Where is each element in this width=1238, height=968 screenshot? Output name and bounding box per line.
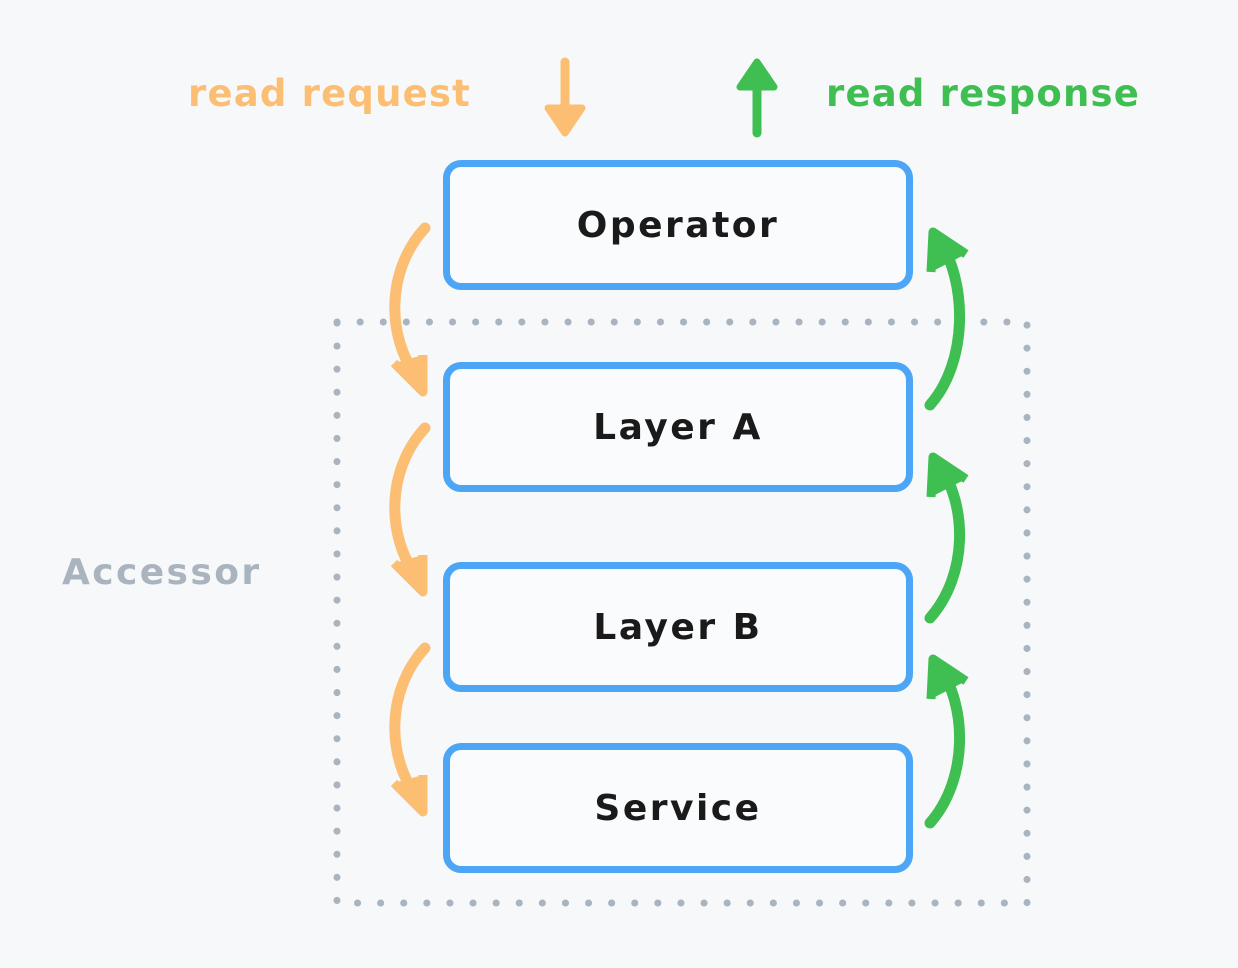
node-service-label: Service [594, 787, 762, 829]
node-operator[interactable]: Operator [443, 160, 913, 290]
read-response-label: read response [826, 72, 1141, 115]
flow-arrow-layer-a-to-operator [924, 227, 969, 411]
node-operator-label: Operator [576, 204, 780, 246]
arrow-down-icon [544, 57, 586, 137]
node-layer-b-label: Layer B [593, 606, 763, 648]
node-layer-a[interactable]: Layer A [443, 362, 913, 492]
node-layer-b[interactable]: Layer B [443, 562, 913, 692]
flow-arrow-operator-to-layer-a [389, 222, 431, 397]
accessor-group-label: Accessor [62, 552, 262, 593]
flow-arrow-layer-a-to-layer-b [389, 422, 431, 597]
flow-arrow-layer-b-to-layer-a [924, 452, 969, 624]
node-layer-a-label: Layer A [593, 406, 763, 448]
node-service[interactable]: Service [443, 743, 913, 873]
read-request-label: read request [188, 72, 472, 115]
flow-arrow-layer-b-to-service [389, 642, 431, 817]
flow-arrow-service-to-layer-b [924, 654, 969, 829]
arrow-up-icon [736, 58, 778, 138]
